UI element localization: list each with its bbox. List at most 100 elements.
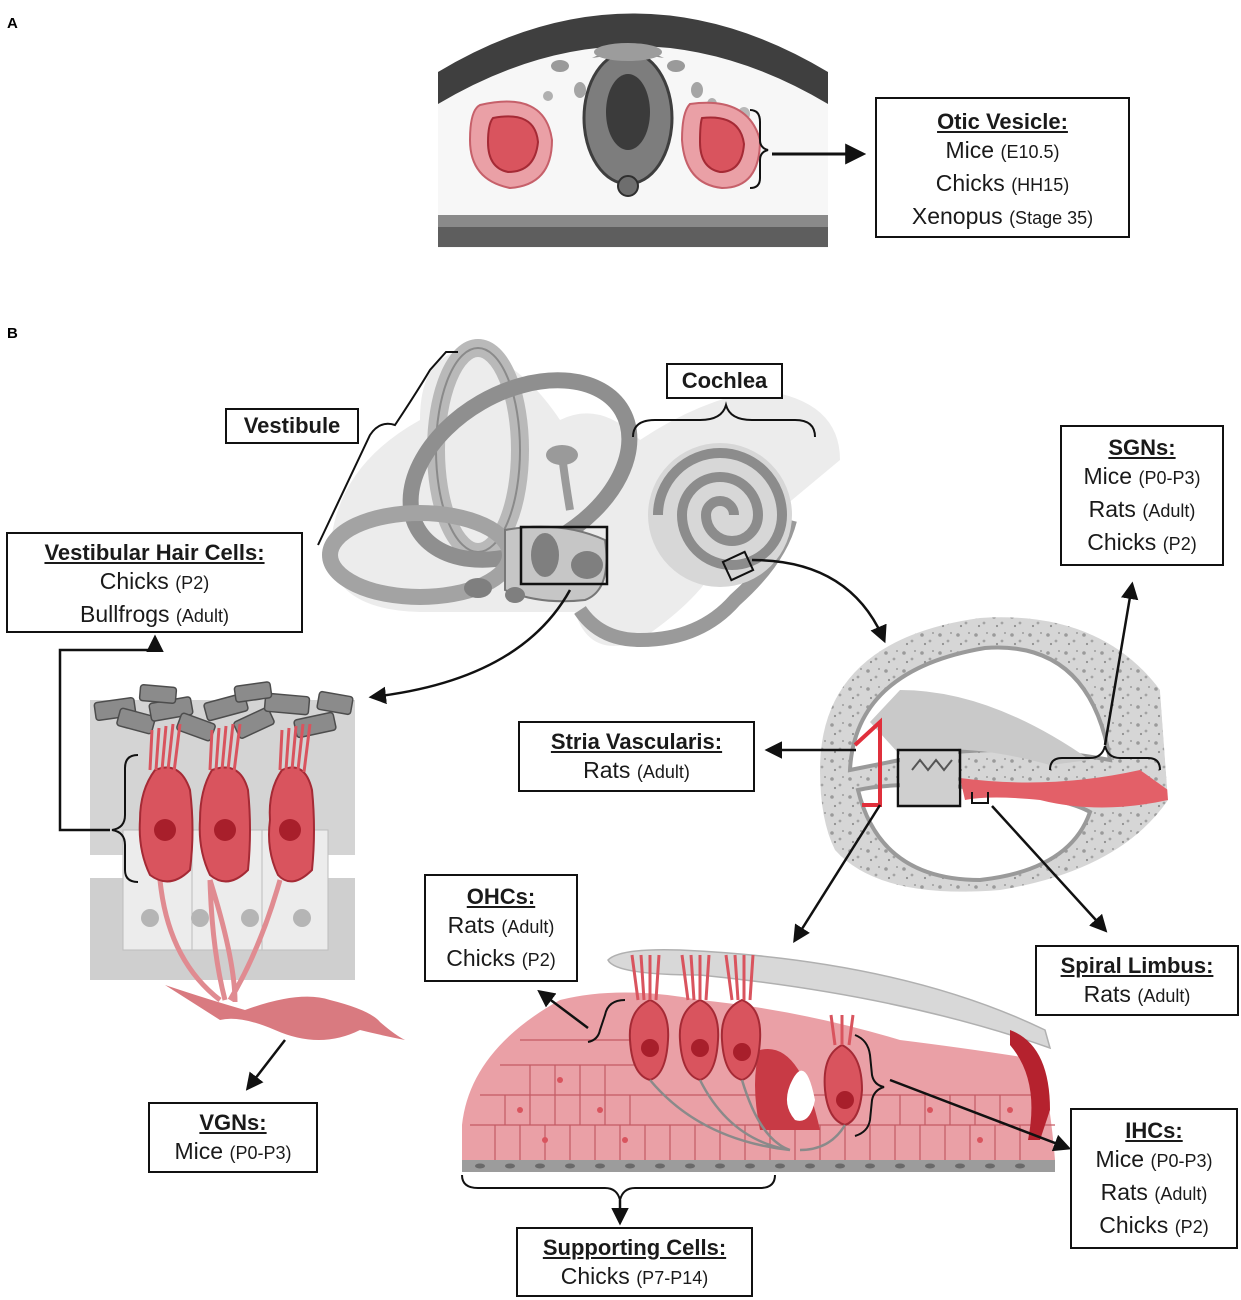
stage: (P2) (521, 950, 556, 970)
panel-a-label: A (7, 15, 18, 32)
vestibule-bracket (317, 351, 458, 546)
organ-of-corti-arrow (793, 804, 882, 943)
spiral-limbus-marker (971, 792, 989, 804)
ohcs-title: OHCs: (466, 884, 536, 909)
sgn-row: Mice (P0-P3) (1062, 461, 1222, 494)
vgn-arrow (245, 1039, 286, 1091)
stage: (HH15) (1011, 175, 1070, 195)
stage: (P2) (1174, 1217, 1209, 1237)
organism: Chicks (1087, 529, 1157, 555)
stage: (P0-P3) (1150, 1151, 1213, 1171)
stage: (Adult) (175, 606, 229, 626)
hair-cell-bracket (111, 754, 139, 883)
ohc-row: Chicks (P2) (426, 943, 576, 976)
spiral-limbus-box: Spiral Limbus: Rats (Adult) (1035, 945, 1239, 1016)
inner-ear (322, 339, 840, 648)
organism: Mice (1083, 463, 1133, 489)
limbus-row: Rats (Adult) (1037, 979, 1237, 1012)
organism: Rats (447, 912, 495, 938)
stage: (P0-P3) (1138, 468, 1201, 488)
stria-vascularis-title: Stria Vascularis: (550, 729, 723, 754)
sgn-bracket (1049, 745, 1161, 771)
organism: Mice (1095, 1146, 1145, 1172)
stage: (Adult) (501, 917, 555, 937)
cochlea-zoom-box (721, 550, 755, 582)
organism: Mice (174, 1138, 224, 1164)
vestibule-label: Vestibule (225, 408, 359, 444)
cochlea-label: Cochlea (666, 363, 783, 399)
stage: (E10.5) (1000, 142, 1060, 162)
organism: Chicks (935, 170, 1005, 196)
stage: (P0-P3) (229, 1143, 292, 1163)
ohc-bracket (587, 999, 626, 1043)
otic-bracket (749, 109, 769, 189)
ohc-row: Rats (Adult) (426, 910, 576, 943)
cochlear-duct (820, 617, 1183, 892)
vestibule-zoom-box (519, 525, 609, 586)
spiral-limbus-arrow (991, 805, 1108, 933)
ihc-arrow (889, 1078, 1072, 1152)
stage: (Adult) (1142, 501, 1196, 521)
ihc-row: Mice (P0-P3) (1072, 1144, 1236, 1177)
organism: Xenopus (911, 203, 1003, 229)
stage: (Adult) (1137, 986, 1191, 1006)
organism: Chicks (1099, 1212, 1169, 1238)
organism: Rats (1083, 981, 1131, 1007)
sgn-row: Chicks (P2) (1062, 527, 1222, 560)
supporting-cells-title: Supporting Cells: (542, 1235, 727, 1260)
ihc-row: Chicks (P2) (1072, 1210, 1236, 1243)
cochlea-bracket (632, 401, 816, 438)
otic-vesicle-title: Otic Vesicle: (937, 109, 1068, 134)
ihc-bracket (854, 1034, 885, 1137)
vgns-box: VGNs: Mice (P0-P3) (148, 1102, 318, 1173)
vestibule-curve-arrow (368, 589, 572, 705)
otic-row: Chicks (HH15) (877, 168, 1128, 201)
panel-b-label: B (7, 325, 18, 342)
supporting-cells-box: Supporting Cells: Chicks (P7-P14) (516, 1227, 753, 1297)
ihcs-title: IHCs: (1125, 1118, 1183, 1143)
organism: Chicks (446, 945, 516, 971)
organism: Chicks (560, 1263, 630, 1289)
stage: (Adult) (1154, 1184, 1208, 1204)
stage: (Adult) (636, 762, 690, 782)
stria-row: Rats (Adult) (520, 755, 753, 788)
sgn-row: Rats (Adult) (1062, 494, 1222, 527)
otic-row: Xenopus (Stage 35) (877, 201, 1128, 234)
organism: Chicks (99, 568, 169, 594)
hair-cell-link-arrow (58, 634, 164, 832)
embryo-section (438, 13, 828, 248)
spiral-limbus-title: Spiral Limbus: (1060, 953, 1214, 978)
vhc-row: Bullfrogs (Adult) (8, 599, 301, 632)
supporting-row: Chicks (P7-P14) (518, 1261, 751, 1294)
organism: Rats (583, 757, 631, 783)
organism: Mice (945, 137, 995, 163)
organism: Bullfrogs (80, 601, 170, 627)
cochlea-curve-arrow (751, 558, 887, 644)
sgns-title: SGNs: (1108, 435, 1176, 460)
vgn-row: Mice (P0-P3) (150, 1136, 316, 1169)
stage: (P7-P14) (636, 1268, 709, 1288)
sgns-box: SGNs: Mice (P0-P3) Rats (Adult) Chicks (… (1060, 425, 1224, 566)
supporting-bracket (461, 1174, 776, 1201)
ohcs-box: OHCs: Rats (Adult) Chicks (P2) (424, 874, 578, 982)
organ-of-corti-zoom-box (896, 748, 962, 808)
vgns-title: VGNs: (199, 1110, 267, 1135)
ihc-row: Rats (Adult) (1072, 1177, 1236, 1210)
organ-of-corti (462, 948, 1055, 1172)
organism: Rats (1100, 1179, 1148, 1205)
vhc-row: Chicks (P2) (8, 566, 301, 599)
vestibular-hair-cells-title: Vestibular Hair Cells: (44, 540, 265, 565)
organism: Rats (1088, 496, 1136, 522)
stage: (P2) (1162, 534, 1197, 554)
stage: (P2) (175, 573, 210, 593)
sgn-arrow (1103, 581, 1139, 746)
vestibular-hair-cells-box: Vestibular Hair Cells: Chicks (P2) Bullf… (6, 532, 303, 633)
stage: (Stage 35) (1009, 208, 1094, 228)
ohc-arrow (537, 989, 589, 1029)
stria-vascularis-box: Stria Vascularis: Rats (Adult) (518, 721, 755, 792)
ihcs-box: IHCs: Mice (P0-P3) Rats (Adult) Chicks (… (1070, 1108, 1238, 1249)
otic-row: Mice (E10.5) (877, 135, 1128, 168)
otic-vesicle-box: Otic Vesicle: Mice (E10.5) Chicks (HH15)… (875, 97, 1130, 238)
vestibular-epithelium (90, 681, 405, 1040)
